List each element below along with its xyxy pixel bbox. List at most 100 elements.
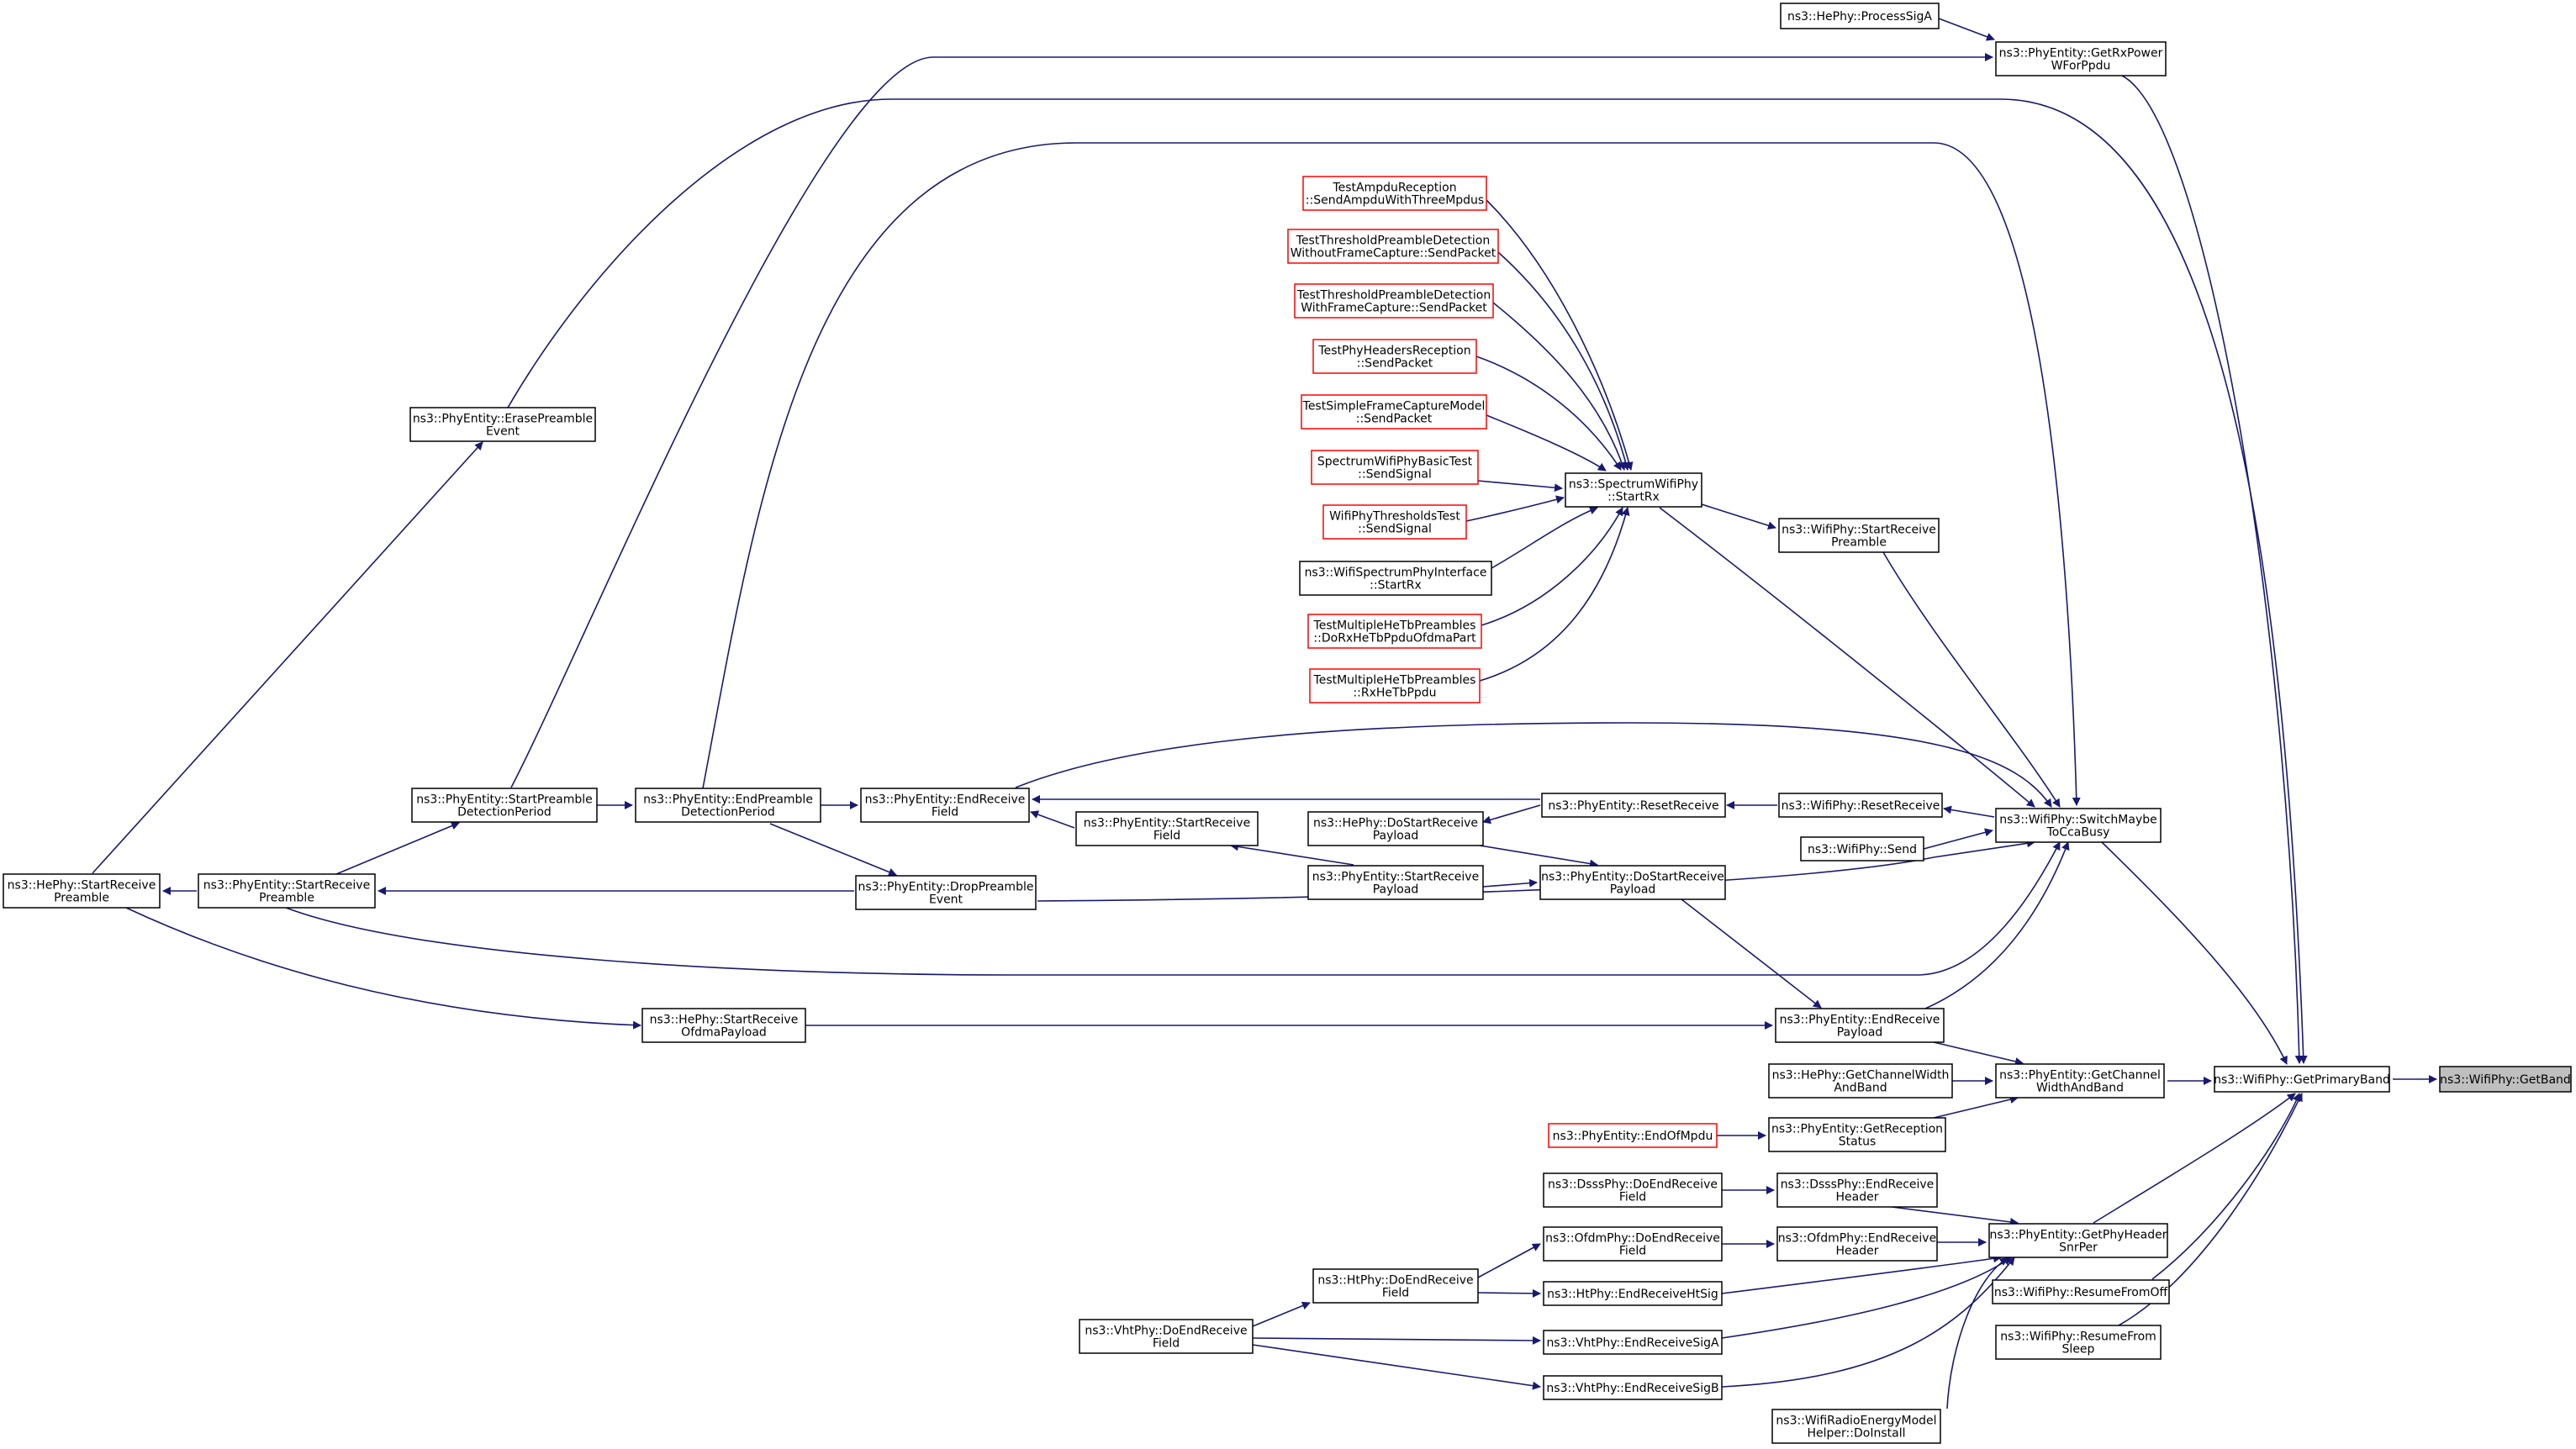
- node-box[interactable]: [1309, 668, 1481, 703]
- node-box[interactable]: [1294, 283, 1494, 319]
- node-t_thresholds[interactable]: WifiPhyThresholdsTest::SendSignal: [1322, 504, 1467, 540]
- node-htendrxhtsig[interactable]: ns3::HtPhy::EndReceiveHtSig: [1543, 1281, 1723, 1306]
- node-t_thr_wo[interactable]: TestThresholdPreambleDetectionWithoutFra…: [1287, 229, 1499, 264]
- node-t_simplecap[interactable]: TestSimpleFrameCaptureModel::SendPacket: [1301, 394, 1487, 429]
- node-box[interactable]: [1311, 450, 1479, 485]
- node-box[interactable]: [2214, 1066, 2390, 1093]
- node-box[interactable]: [3, 873, 161, 909]
- node-box[interactable]: [1771, 1409, 1941, 1444]
- node-box[interactable]: [1565, 472, 1702, 508]
- node-box[interactable]: [1299, 561, 1492, 596]
- node-box[interactable]: [1775, 1008, 1945, 1043]
- node-startpreambledet[interactable]: ns3::PhyEntity::StartPreambleDetectionPe…: [411, 788, 598, 823]
- node-box[interactable]: [1768, 1063, 1953, 1099]
- node-vhtendrxsiga[interactable]: ns3::VhtPhy::EndReceiveSigA: [1543, 1330, 1723, 1355]
- node-t_basic[interactable]: SpectrumWifiPhyBasicTest::SendSignal: [1311, 450, 1479, 485]
- node-energydoinstall[interactable]: ns3::WifiRadioEnergyModelHelper::DoInsta…: [1771, 1409, 1941, 1444]
- node-box[interactable]: [1079, 1319, 1254, 1354]
- node-box[interactable]: [1539, 865, 1726, 900]
- node-box[interactable]: [1322, 504, 1467, 540]
- node-box[interactable]: [1776, 1226, 1938, 1262]
- node-box[interactable]: [411, 788, 598, 823]
- node-t_multi_rx[interactable]: TestMultipleHeTbPreambles::RxHeTbPpdu: [1309, 668, 1481, 703]
- node-box[interactable]: [1543, 1172, 1723, 1208]
- node-box[interactable]: [635, 788, 821, 823]
- node-box[interactable]: [1780, 3, 1940, 29]
- node-box[interactable]: [409, 407, 596, 442]
- node-box[interactable]: [1307, 865, 1484, 900]
- node-spectrumstartrx[interactable]: ns3::SpectrumWifiPhy::StartRx: [1565, 472, 1702, 508]
- node-wifispectrumif[interactable]: ns3::WifiSpectrumPhyInterface::StartRx: [1299, 561, 1492, 596]
- node-box[interactable]: [1543, 1226, 1723, 1262]
- node-t_thr_w[interactable]: TestThresholdPreambleDetectionWithFrameC…: [1294, 283, 1494, 319]
- node-box[interactable]: [2439, 1066, 2572, 1093]
- node-processsiga[interactable]: ns3::HePhy::ProcessSigA: [1780, 3, 1940, 29]
- node-box[interactable]: [1312, 339, 1477, 374]
- node-box[interactable]: [1992, 1279, 2170, 1304]
- node-box[interactable]: [1548, 1123, 1718, 1148]
- node-endpreambledet[interactable]: ns3::PhyEntity::EndPreambleDetectionPeri…: [635, 788, 821, 823]
- node-box[interactable]: [1768, 1117, 1946, 1152]
- node-box[interactable]: [860, 788, 1030, 823]
- node-box[interactable]: [1312, 1268, 1479, 1304]
- node-box[interactable]: [1307, 614, 1482, 649]
- node-box[interactable]: [1778, 793, 1943, 818]
- node-box[interactable]: [1541, 793, 1726, 818]
- node-box[interactable]: [1543, 1281, 1723, 1306]
- node-resetreceive[interactable]: ns3::PhyEntity::ResetReceive: [1541, 793, 1726, 818]
- node-box[interactable]: [1995, 1325, 2162, 1360]
- node-box[interactable]: [1307, 811, 1484, 846]
- node-wifisend[interactable]: ns3::WifiPhy::Send: [1800, 836, 1924, 861]
- node-box[interactable]: [1776, 1172, 1938, 1208]
- node-getband[interactable]: ns3::WifiPhy::GetBand: [2439, 1066, 2572, 1093]
- node-box[interactable]: [1800, 836, 1924, 861]
- node-box[interactable]: [855, 875, 1037, 910]
- node-box[interactable]: [1543, 1330, 1723, 1355]
- node-vhtendrxsigb[interactable]: ns3::VhtPhy::EndReceiveSigB: [1543, 1375, 1723, 1400]
- node-getprimaryband[interactable]: ns3::WifiPhy::GetPrimaryBand: [2214, 1066, 2390, 1093]
- node-t_hdrs[interactable]: TestPhyHeadersReception::SendPacket: [1312, 339, 1477, 374]
- node-box[interactable]: [1778, 518, 1940, 553]
- node-endofmpdu[interactable]: ns3::PhyEntity::EndOfMpdu: [1548, 1123, 1718, 1148]
- node-box[interactable]: [198, 873, 376, 909]
- node-resumefromoff[interactable]: ns3::WifiPhy::ResumeFromOff: [1992, 1279, 2170, 1304]
- node-box[interactable]: [1302, 176, 1487, 211]
- node-box[interactable]: [1995, 1063, 2165, 1099]
- node-wifiresetreceive[interactable]: ns3::WifiPhy::ResetReceive: [1778, 793, 1943, 818]
- node-box[interactable]: [1995, 41, 2167, 76]
- node-t_multi_ofdma[interactable]: TestMultipleHeTbPreambles::DoRxHeTbPpduO…: [1307, 614, 1482, 649]
- node-box[interactable]: [1301, 394, 1487, 429]
- node-t_ampdu[interactable]: TestAmpduReception::SendAmpduWithThreeMp…: [1302, 176, 1487, 211]
- node-box[interactable]: [641, 1008, 806, 1043]
- node-box[interactable]: [1988, 1223, 2168, 1258]
- node-box[interactable]: [1543, 1375, 1723, 1400]
- node-box[interactable]: [1075, 811, 1259, 846]
- node-box[interactable]: [1287, 229, 1499, 264]
- node-box[interactable]: [1995, 808, 2162, 843]
